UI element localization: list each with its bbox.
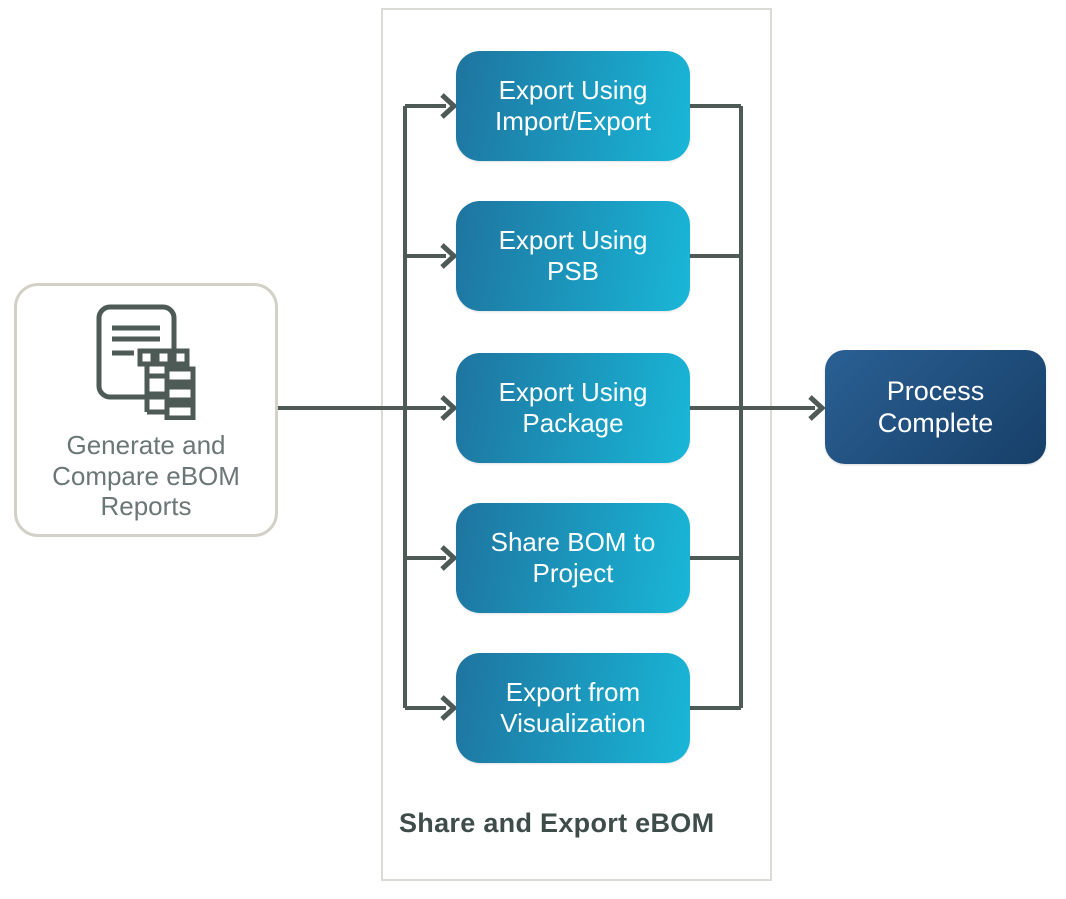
task-node-label: Export from Visualization (500, 676, 646, 738)
end-node-label: Process Complete (877, 375, 994, 438)
ebom-report-icon (96, 304, 196, 420)
task-node-label: Export Using PSB (498, 224, 648, 286)
group-label: Share and Export eBOM (399, 808, 715, 838)
arrowhead-end (808, 395, 826, 421)
group-share-export-ebom: Share and Export eBOM (381, 8, 772, 881)
node-share-bom-to-project: Share BOM to Project (456, 503, 690, 613)
task-node-label: Share BOM to Project (490, 526, 656, 588)
node-export-from-visualization: Export from Visualization (456, 653, 690, 763)
task-node-label: Export Using Import/Export (494, 74, 652, 136)
node-export-using-psb: Export Using PSB (456, 201, 690, 311)
task-node-label: Export Using Package (498, 376, 648, 438)
node-generate-compare-ebom-reports: Generate and Compare eBOM Reports (14, 283, 278, 537)
node-export-using-import-export: Export Using Import/Export (456, 51, 690, 161)
node-export-using-package: Export Using Package (456, 353, 690, 463)
node-process-complete: Process Complete (825, 350, 1046, 464)
start-node-label: Generate and Compare eBOM Reports (52, 429, 240, 522)
